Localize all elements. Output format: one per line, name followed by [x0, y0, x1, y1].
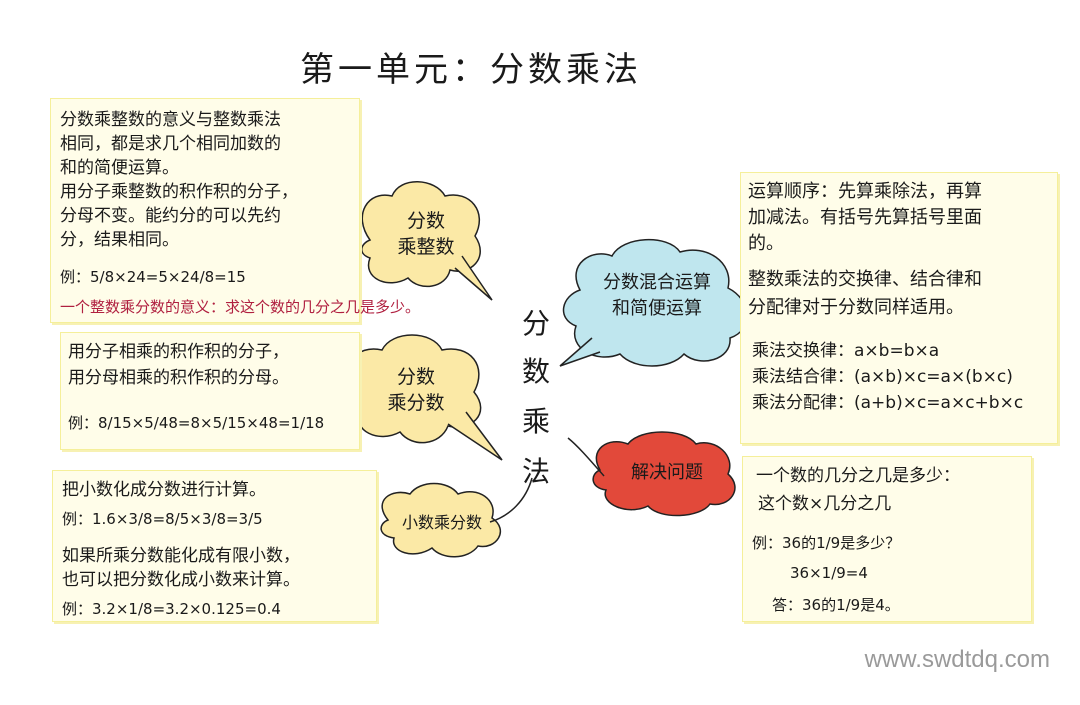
- panel-mixed-operations: [740, 172, 1058, 444]
- bubble-2-shape: [347, 334, 503, 461]
- example-line: 例：8/15×5/48=8×5/15×48=1/18: [68, 414, 325, 432]
- law-line: 乘法交换律：a×b=b×a: [752, 341, 940, 361]
- bubble-5-shape: [567, 431, 736, 517]
- panel-decimal-times-fraction: [52, 470, 377, 622]
- example-line: 例：1.6×3/8=8/5×3/8=3/5: [62, 510, 263, 528]
- note-line: 和的简便运算。: [60, 158, 179, 178]
- bubble-4-shape: [559, 239, 748, 367]
- note-line: 分配律对于分数同样适用。: [748, 297, 964, 318]
- bubble-label-fraction-times-integer: 分数 乘整数: [386, 208, 466, 260]
- page-title: 第一单元：分数乘法: [300, 50, 642, 90]
- note-line: 相同，都是求几个相同加数的: [60, 134, 281, 154]
- bubble-text: 分数混合运算: [603, 272, 711, 293]
- bubble-label-problem-solving: 解决问题: [631, 462, 703, 483]
- bubble-1-shape: [361, 181, 493, 301]
- center-char: 数: [522, 355, 551, 388]
- example-line: 例：36的1/9是多少？: [752, 534, 901, 552]
- panel-problem-solving: [742, 456, 1032, 622]
- note-line: 分数乘整数的意义与整数乘法: [60, 110, 281, 130]
- panel-fraction-times-fraction: [60, 332, 360, 450]
- bubble-text: 乘分数: [387, 392, 445, 414]
- example-line: 答：36的1/9是4。: [772, 596, 900, 614]
- law-line: 乘法结合律：(a×b)×c=a×(b×c): [752, 367, 1013, 387]
- bubble-3-shape: [380, 477, 533, 558]
- example-line: 例：5/8×24=5×24/8=15: [60, 268, 246, 286]
- bubble-text: 分数: [406, 210, 445, 232]
- note-line: 用分母相乘的积作积的分母。: [68, 368, 289, 388]
- example-line: 36×1/9=4: [790, 564, 868, 582]
- bubble-label-fraction-times-fraction: 分数 乘分数: [376, 364, 456, 416]
- bubble-text: 和简便运算: [612, 298, 702, 319]
- note-line: 用分子乘整数的积作积的分子，: [60, 182, 298, 202]
- note-line: 这个数×几分之几: [758, 494, 892, 514]
- note-line: 运算顺序：先算乘除法，再算: [748, 181, 982, 202]
- center-char: 法: [522, 455, 551, 488]
- center-char: 乘: [522, 405, 551, 438]
- bubble-text: 乘整数: [397, 236, 455, 258]
- note-line: 用分子相乘的积作积的分子，: [68, 342, 289, 362]
- bubble-label-decimal-times-fraction: 小数乘分数: [401, 513, 482, 532]
- watermark-link[interactable]: www.swdtdq.com: [864, 646, 1050, 673]
- note-line: 分，结果相同。: [60, 230, 179, 250]
- note-line: 整数乘法的交换律、结合律和: [748, 269, 982, 290]
- note-line: 分母不变。能约分的可以先约: [60, 206, 281, 226]
- note-line: 把小数化成分数进行计算。: [62, 480, 266, 500]
- note-line: 也可以把分数化成小数来计算。: [62, 570, 300, 590]
- law-line: 乘法分配律：(a+b)×c=a×c+b×c: [752, 393, 1024, 413]
- panel-fraction-times-integer: [50, 98, 360, 323]
- example-line: 例：3.2×1/8=3.2×0.125=0.4: [62, 600, 281, 618]
- center-char: 分: [522, 307, 551, 340]
- bubble-text: 分数: [396, 366, 435, 388]
- meaning-note: 一个整数乘分数的意义：求这个数的几分之几是多少。: [60, 298, 421, 316]
- bubble-label-mixed-operations: 分数混合运算 和简便运算: [582, 270, 732, 322]
- note-line: 的。: [748, 233, 784, 254]
- note-line: 加减法。有括号先算括号里面: [748, 207, 982, 228]
- note-line: 如果所乘分数能化成有限小数，: [62, 546, 300, 566]
- note-line: 一个数的几分之几是多少：: [756, 466, 960, 486]
